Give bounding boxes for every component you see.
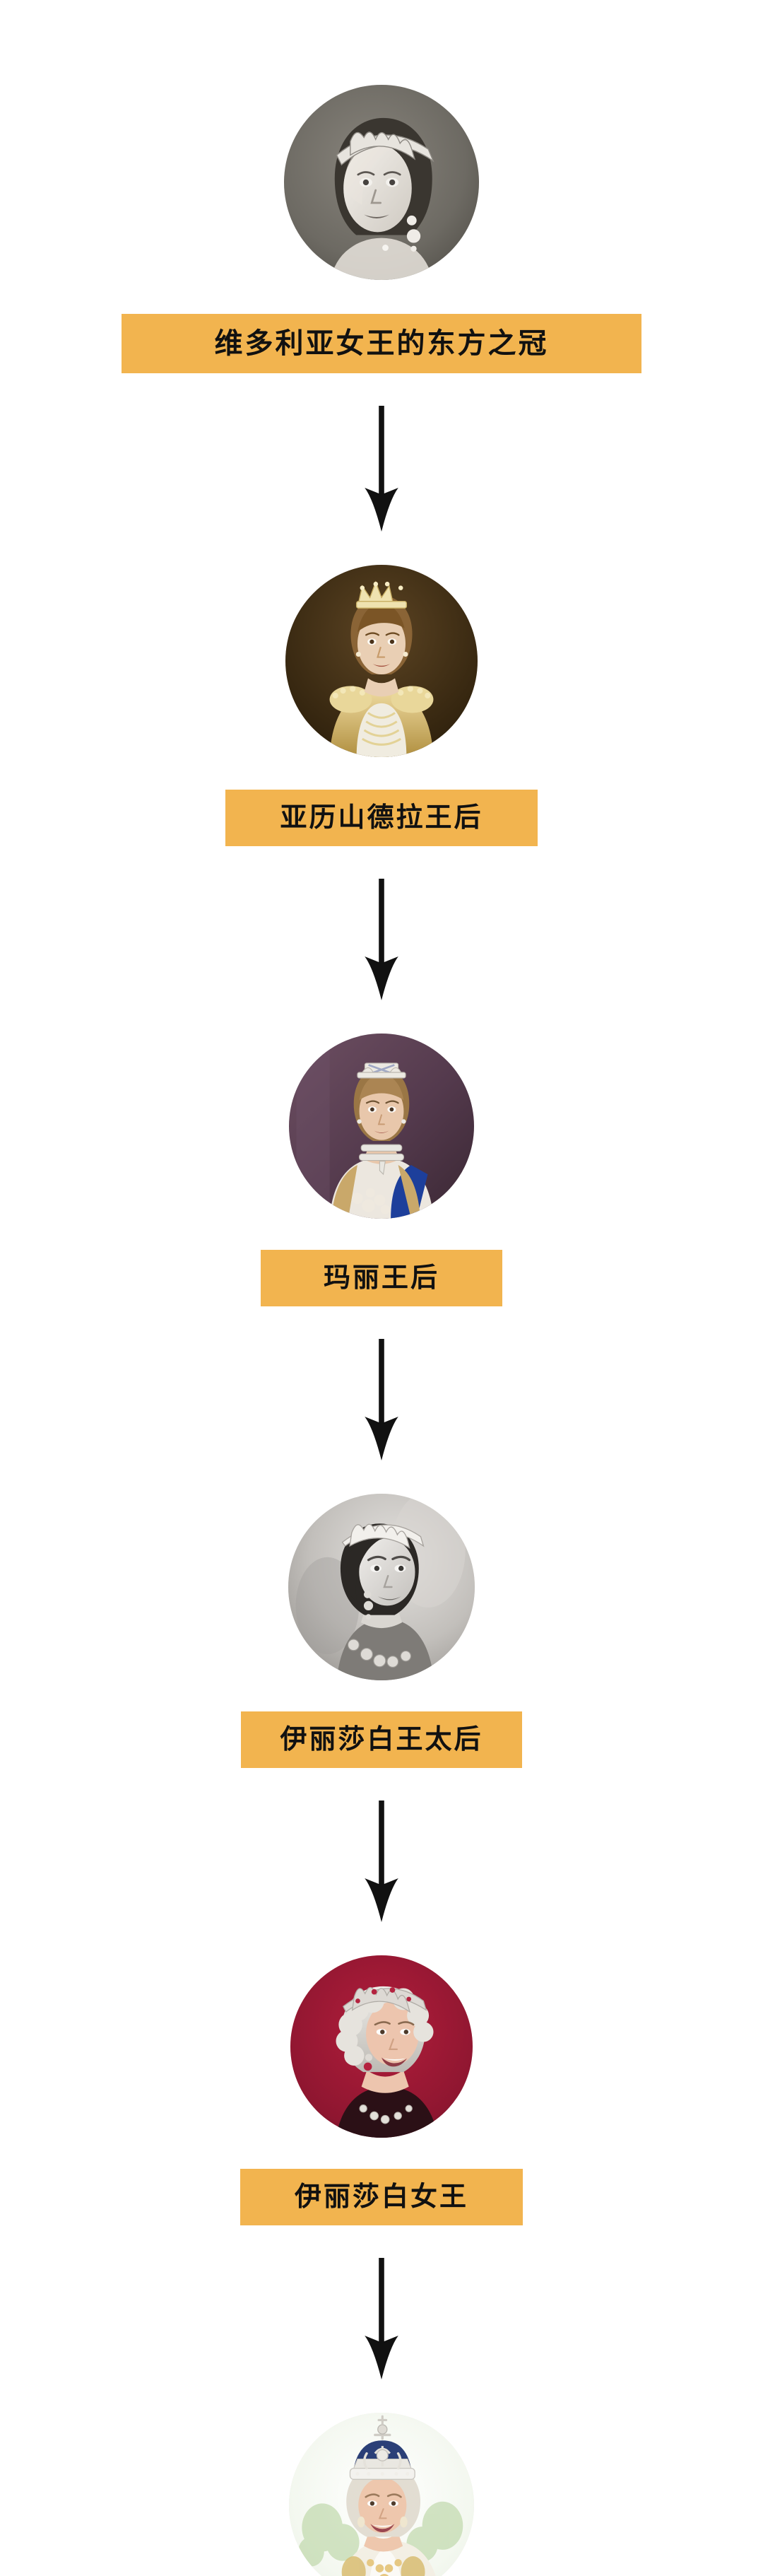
lineage-step: 卡米拉王后 — [0, 2413, 763, 2576]
step-label-banner: 玛丽王后 — [261, 1250, 502, 1306]
step-label-banner: 伊丽莎白王太后 — [241, 1711, 522, 1768]
arrow-mary-to-queen-mother — [362, 1339, 401, 1464]
lineage-step: 维多利亚女王的东方之冠 — [0, 0, 763, 373]
label-banner-wrapper: 亚历山德拉王后 — [225, 790, 538, 846]
queen-elizabeth-the-queen-mother-portrait — [288, 1494, 475, 1680]
step-label-banner: 亚历山德拉王后 — [225, 790, 538, 846]
arrow-victoria-to-alexandra — [362, 406, 401, 535]
queen-camilla-portrait — [289, 2413, 474, 2576]
queen-victoria-portrait — [284, 85, 479, 280]
arrow-queen-mother-to-elizabeth-ii — [362, 1801, 401, 1926]
label-banner-wrapper: 维多利亚女王的东方之冠 — [122, 314, 641, 373]
step-label-banner: 伊丽莎白女王 — [240, 2169, 523, 2225]
label-banner-wrapper: 伊丽莎白女王 — [240, 2169, 523, 2225]
label-banner-wrapper: 伊丽莎白王太后 — [241, 1711, 522, 1768]
queen-mary-portrait — [289, 1034, 474, 1219]
lineage-step: 亚历山德拉王后 — [0, 565, 763, 846]
lineage-step: 玛丽王后 — [0, 1034, 763, 1306]
queen-alexandra-portrait — [285, 565, 478, 757]
lineage-step: 伊丽莎白王太后 — [0, 1494, 763, 1768]
label-banner-wrapper: 玛丽王后 — [261, 1250, 502, 1306]
arrow-alexandra-to-mary — [362, 879, 401, 1004]
queen-elizabeth-ii-portrait — [290, 1955, 473, 2138]
arrow-elizabeth-ii-to-camilla — [362, 2258, 401, 2383]
step-label-banner: 维多利亚女王的东方之冠 — [122, 314, 641, 373]
lineage-step: 伊丽莎白女王 — [0, 1955, 763, 2225]
